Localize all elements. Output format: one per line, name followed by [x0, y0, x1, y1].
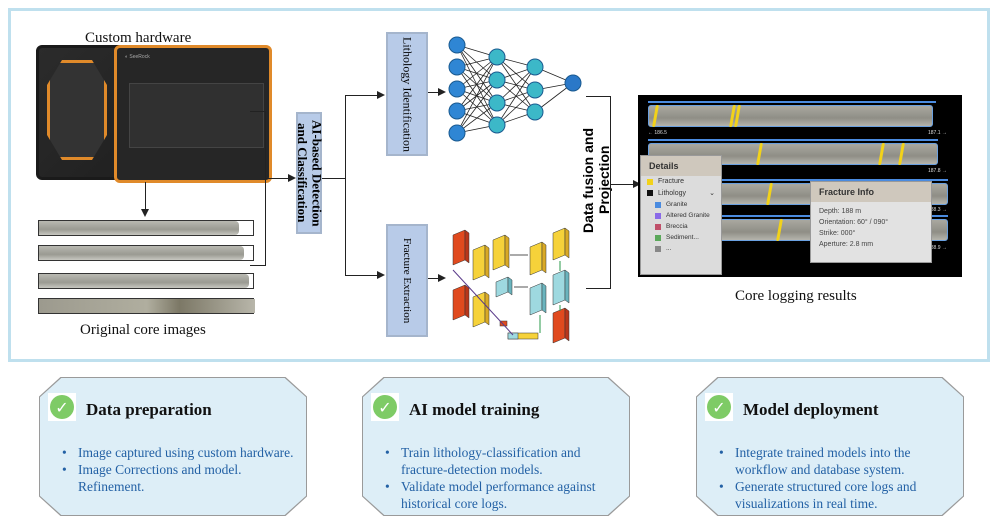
- nn-node: [448, 36, 466, 54]
- nn-node: [526, 58, 544, 76]
- arrow-icon: [288, 174, 296, 182]
- cnn-architecture-icon: [452, 227, 570, 344]
- card-title: Model deployment: [743, 400, 879, 419]
- nn-node: [448, 102, 466, 120]
- bullet-item: Train lithology-classification and fract…: [385, 444, 623, 478]
- lithology-layer-toggle[interactable]: Lithology⌄: [641, 187, 721, 199]
- step-card: ✓ Model deploymentIntegrate trained model…: [697, 378, 963, 515]
- details-title: Details: [641, 156, 721, 176]
- nn-node: [526, 103, 544, 121]
- step-card: ✓ Data preparationImage captured using cu…: [40, 378, 306, 515]
- ai-detection-box: AI-based Detection and Classification: [295, 112, 324, 234]
- fracture-layer-toggle[interactable]: Fracture: [641, 176, 721, 187]
- nn-edge: [456, 66, 498, 104]
- legend-swatch: [655, 212, 661, 219]
- lithology-item[interactable]: ...: [641, 243, 721, 254]
- custom-hardware-image: ◐ SeeRock: [36, 45, 272, 183]
- bullet-item: Generate structured core logs and visual…: [719, 478, 957, 512]
- hardware-caption: Custom hardware: [85, 30, 192, 46]
- lithology-item[interactable]: Sediment...: [641, 232, 721, 243]
- arrow-icon: [377, 271, 385, 279]
- card-title: Data preparation: [86, 400, 212, 419]
- nn-node: [488, 71, 506, 89]
- results-caption: Core logging results: [735, 288, 857, 304]
- cores-caption: Original core images: [80, 322, 206, 338]
- nn-node: [488, 94, 506, 112]
- nn-edge: [456, 44, 498, 81]
- nn-edge: [456, 44, 498, 104]
- connector: [145, 182, 146, 210]
- nn-edge: [496, 89, 536, 126]
- workflow-frame: [8, 8, 990, 362]
- lithology-item[interactable]: Granite: [641, 199, 721, 210]
- step-card: ✓ AI model trainingTrain lithology-classi…: [363, 378, 629, 515]
- lithology-item[interactable]: Altered Granite: [641, 210, 721, 221]
- arrow-icon: [633, 180, 641, 188]
- nn-node: [526, 81, 544, 99]
- nn-edge: [496, 66, 536, 104]
- chevron-down-icon: ⌄: [709, 190, 715, 197]
- check-icon: ✓: [48, 393, 76, 421]
- nn-node: [448, 124, 466, 142]
- legend-swatch: [655, 223, 661, 230]
- check-icon: ✓: [705, 393, 733, 421]
- arrow-icon: [438, 88, 446, 96]
- arrow-icon: [377, 91, 385, 99]
- arrow-icon: [438, 274, 446, 282]
- arrow-icon: [141, 209, 149, 217]
- check-icon: ✓: [371, 393, 399, 421]
- nn-node: [488, 116, 506, 134]
- nn-edge: [456, 56, 498, 134]
- legend-swatch: [655, 201, 661, 208]
- nn-edge: [456, 56, 498, 90]
- neural-network-icon: [448, 36, 582, 142]
- lithology-identification-box: Lithology Identification: [386, 32, 428, 156]
- nn-node: [448, 80, 466, 98]
- fracture-extraction-box: Fracture Extraction: [386, 224, 428, 337]
- legend-swatch: [655, 245, 661, 252]
- bullet-item: Validate model performance against histo…: [385, 478, 623, 512]
- nn-edge: [456, 56, 498, 112]
- card-title: AI model training: [409, 400, 540, 419]
- legend-swatch: [655, 234, 661, 241]
- bullet-item: Image Corrections and model. Refinement.: [62, 461, 300, 495]
- fracture-info-panel: Fracture Info Depth: 188 m Orientation: …: [810, 181, 932, 263]
- bullet-item: Integrate trained models into the workfl…: [719, 444, 957, 478]
- nn-node: [488, 48, 506, 66]
- bullet-item: Image captured using custom hardware.: [62, 444, 300, 461]
- nn-node: [564, 74, 582, 92]
- nn-node: [448, 58, 466, 76]
- lithology-item[interactable]: Breccia: [641, 221, 721, 232]
- nn-edge: [496, 66, 536, 126]
- nn-edge: [456, 79, 498, 134]
- data-fusion-label: Data fusion and Projection: [580, 127, 613, 233]
- brand-logo: ◐ SeeRock: [125, 54, 150, 60]
